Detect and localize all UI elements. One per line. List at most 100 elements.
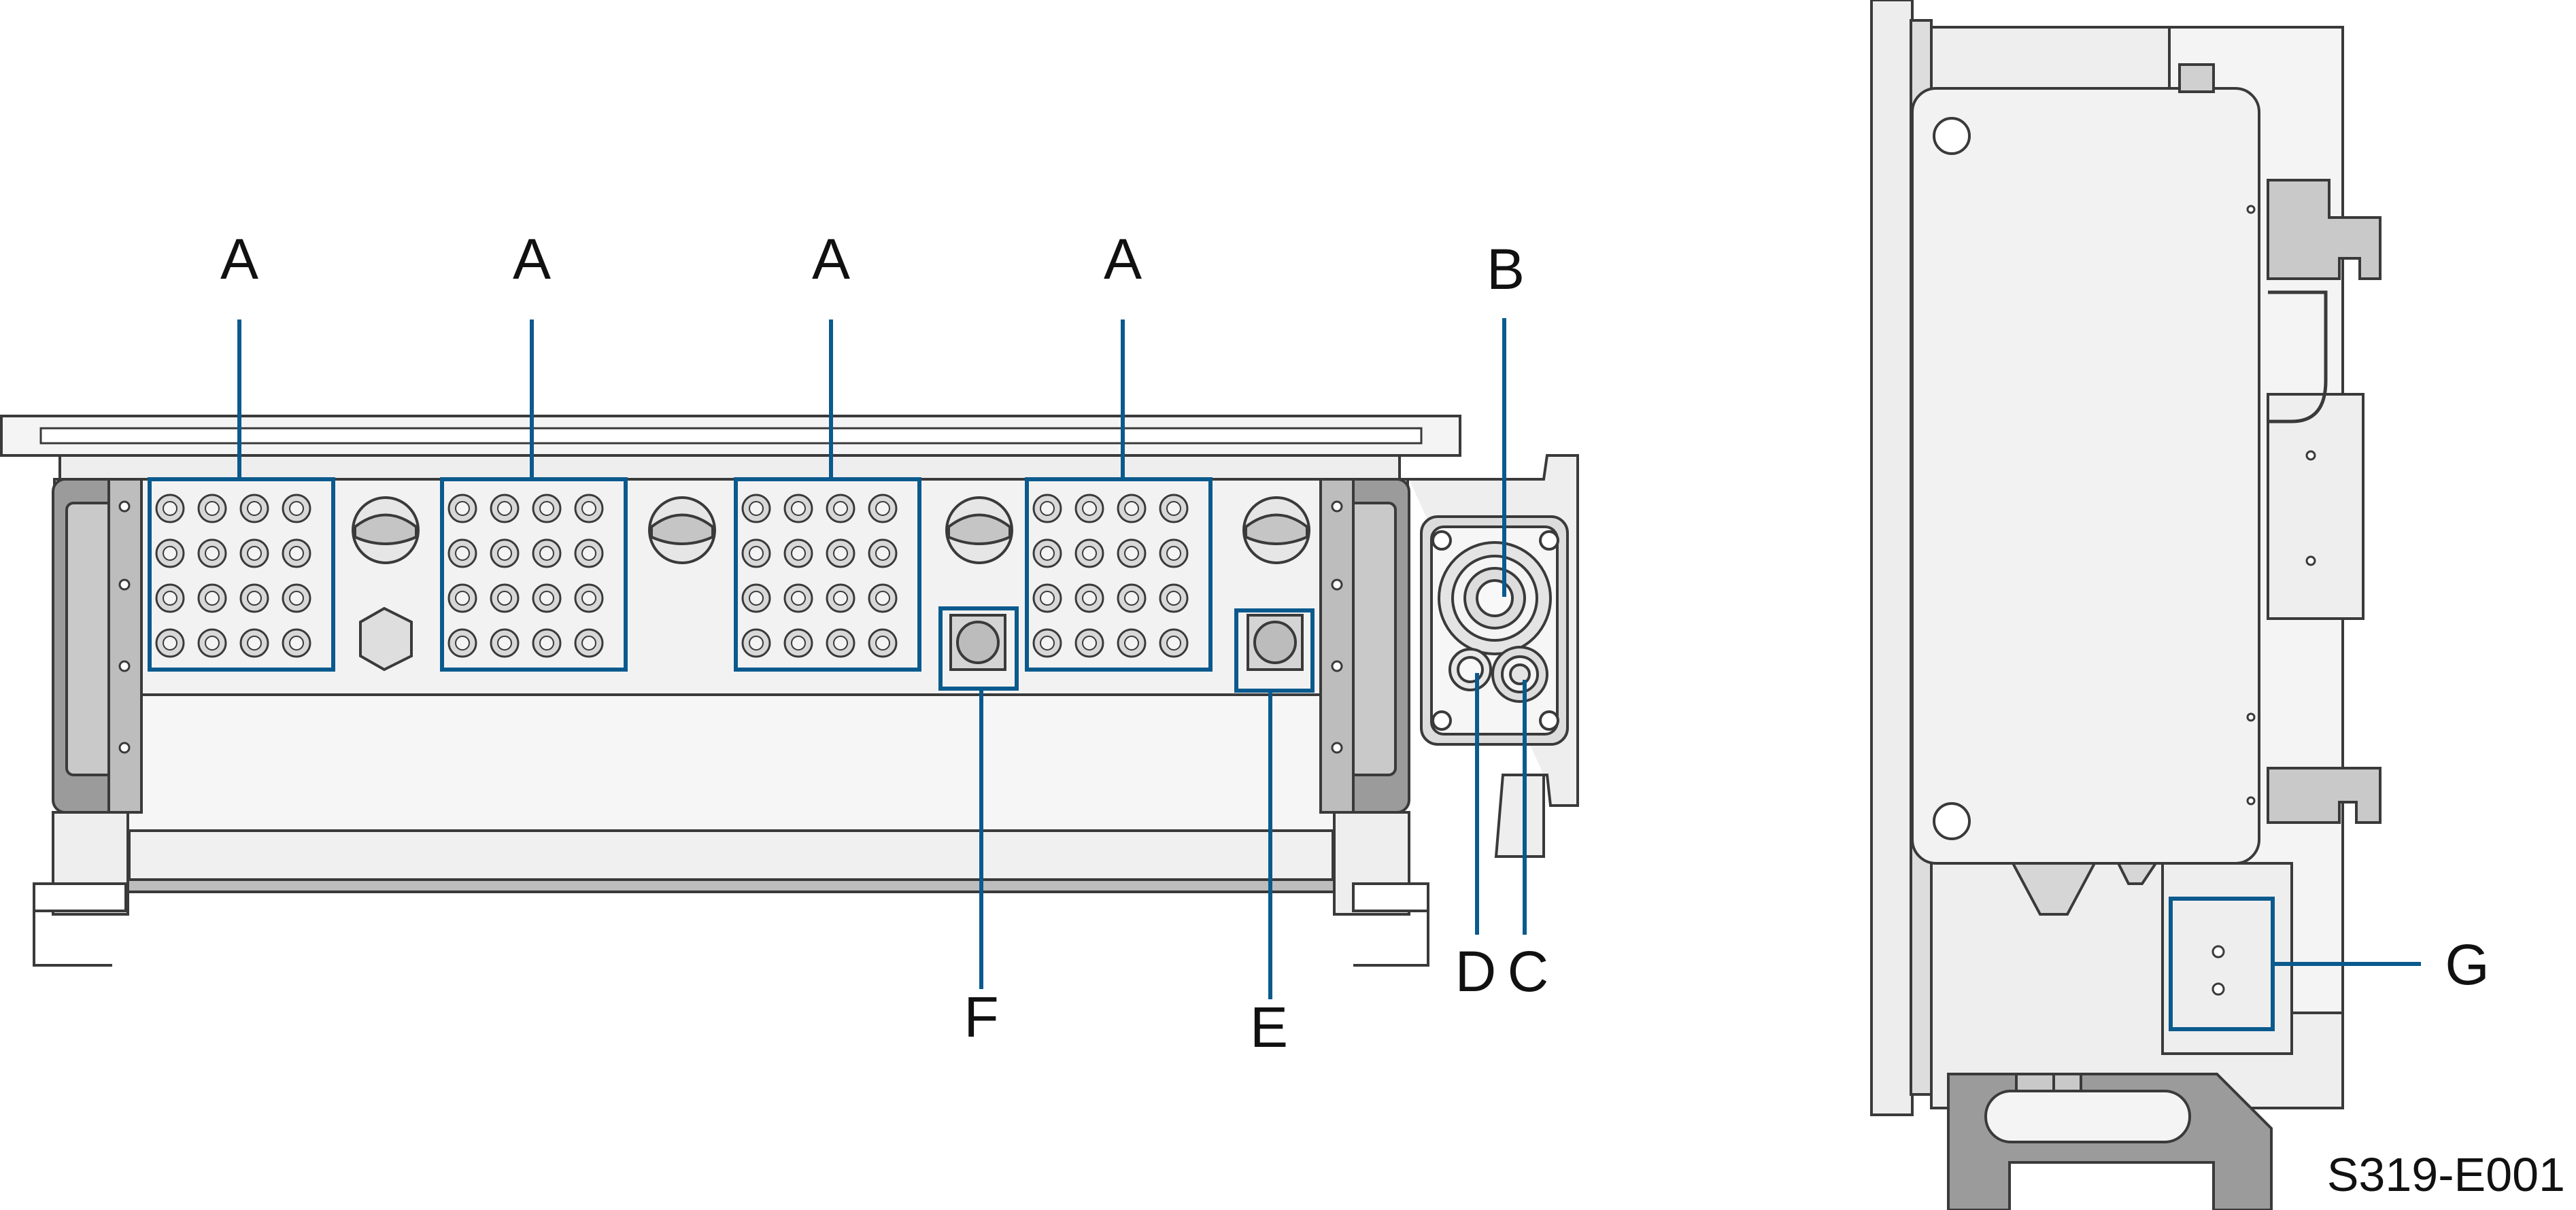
side-cover — [1911, 87, 2260, 865]
label-b: B — [1487, 237, 1525, 301]
dc-connector-pin — [1166, 501, 1181, 516]
dc-connector-grid-1 — [155, 494, 311, 658]
dc-connector-pin — [749, 501, 764, 516]
dc-connector-pin — [791, 546, 806, 561]
dc-connector-pin — [875, 501, 890, 516]
label-d: D — [1455, 939, 1497, 1003]
ac-output-gland — [1438, 541, 1552, 655]
dc-connector-pin — [581, 591, 596, 606]
dc-connector-pin — [1124, 591, 1139, 606]
dc-connector-pin — [1082, 636, 1097, 651]
leader-lines — [237, 318, 2421, 999]
dc-connector-pin — [1040, 546, 1055, 561]
dc-connector-pin — [833, 636, 848, 651]
dc-connector-pin — [1082, 546, 1097, 561]
lower-cover — [118, 693, 1344, 832]
dc-switch-2 — [648, 496, 716, 564]
callout-labels: A A A A B D C F E G S319-E001 — [220, 227, 2565, 1201]
dc-switch-4 — [1242, 496, 1310, 564]
dc-connector-pin — [289, 591, 304, 606]
dc-connector-pin — [1124, 546, 1139, 561]
dc-connector-pin — [163, 591, 177, 606]
label-g: G — [2445, 933, 2489, 997]
dc-connector-grid-2 — [447, 494, 604, 658]
right-handle — [1319, 478, 1429, 967]
callout-box-a4 — [1025, 477, 1213, 672]
dc-connector-pin — [289, 501, 304, 516]
dc-connector-pin — [539, 591, 554, 606]
dc-connector-pin — [833, 591, 848, 606]
ac-wiring-box — [1409, 454, 1579, 858]
callout-box-f — [938, 606, 1019, 691]
gland-d — [1448, 648, 1492, 691]
dc-connector-pin — [539, 501, 554, 516]
dc-connector-pin — [1166, 636, 1181, 651]
dc-connector-pin — [455, 591, 470, 606]
vent-valve — [359, 606, 413, 672]
dc-connector-grids — [155, 494, 1189, 658]
dc-connector-pin — [1124, 636, 1139, 651]
left-handle — [33, 478, 143, 967]
dc-connector-grid-3 — [741, 494, 898, 658]
dc-connector-pin — [875, 636, 890, 651]
label-a4: A — [1104, 227, 1142, 291]
dc-connector-pin — [1166, 591, 1181, 606]
dc-connector-pin — [455, 636, 470, 651]
label-a1: A — [220, 227, 258, 291]
dc-connector-pin — [289, 546, 304, 561]
dc-connector-pin — [163, 546, 177, 561]
dc-connector-pin — [1082, 591, 1097, 606]
label-f: F — [964, 985, 998, 1049]
dc-connector-pin — [581, 501, 596, 516]
comm-port-f — [949, 614, 1006, 671]
callout-box-e — [1234, 608, 1315, 693]
side-view — [1870, 0, 2382, 1210]
dc-connector-pin — [497, 546, 512, 561]
gland-c — [1491, 646, 1548, 703]
dc-connector-pin — [791, 636, 806, 651]
dc-connector-pin — [455, 501, 470, 516]
dc-connector-pin — [1124, 501, 1139, 516]
dc-connector-pin — [247, 591, 262, 606]
dc-connector-pin — [539, 546, 554, 561]
dc-connector-pin — [1040, 636, 1055, 651]
dc-connector-pin — [1166, 546, 1181, 561]
dc-connector-pin — [581, 636, 596, 651]
dc-connector-pin — [163, 636, 177, 651]
dc-connector-pin — [205, 636, 220, 651]
label-e: E — [1250, 995, 1288, 1059]
dc-connector-pin — [247, 501, 262, 516]
dc-connector-pin — [539, 636, 554, 651]
dc-connector-pin — [205, 591, 220, 606]
dc-connector-pin — [497, 591, 512, 606]
dc-connector-pin — [497, 636, 512, 651]
dc-connector-pin — [1082, 501, 1097, 516]
comm-port-e — [1247, 614, 1304, 671]
dc-switch-3 — [945, 496, 1013, 564]
dc-connector-pin — [791, 501, 806, 516]
dc-connector-pin — [497, 501, 512, 516]
dc-connector-pin — [875, 591, 890, 606]
dc-connector-grid-4 — [1032, 494, 1189, 658]
dc-connector-pin — [163, 501, 177, 516]
callout-box-a3 — [734, 477, 921, 672]
dc-connector-pin — [1040, 501, 1055, 516]
dc-connector-pin — [205, 501, 220, 516]
label-a3: A — [812, 227, 850, 291]
dc-connector-pin — [455, 546, 470, 561]
figure-code: S319-E001 — [2327, 1148, 2565, 1201]
dc-connector-pin — [791, 591, 806, 606]
dc-connector-pin — [833, 546, 848, 561]
dc-switch-1 — [352, 496, 420, 564]
dc-connector-pin — [205, 546, 220, 561]
dc-connector-pin — [581, 546, 596, 561]
dc-connector-pin — [749, 591, 764, 606]
dc-connector-pin — [749, 546, 764, 561]
label-c: C — [1508, 939, 1549, 1003]
dc-connector-pin — [247, 546, 262, 561]
dc-connector-pin — [247, 636, 262, 651]
dc-connector-pin — [749, 636, 764, 651]
dc-connector-pin — [289, 636, 304, 651]
dc-connector-pin — [875, 546, 890, 561]
